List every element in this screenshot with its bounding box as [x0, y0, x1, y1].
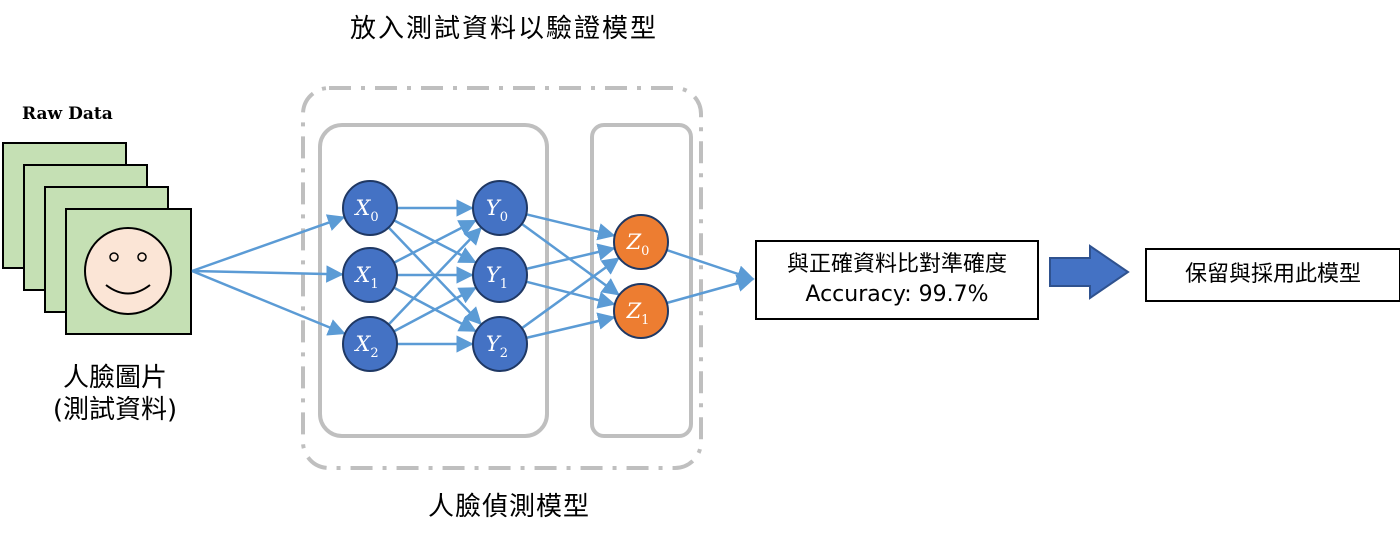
node-label: X0	[353, 196, 378, 225]
node-label: X1	[353, 263, 378, 292]
result-box: 保留與採用此模型	[1145, 248, 1400, 302]
edge-x2-y1	[393, 287, 477, 333]
node-x0: X0	[342, 180, 398, 236]
accuracy-box-line1: 與正確資料比對準確度	[786, 252, 1007, 277]
node-label: Z1	[626, 299, 650, 328]
node-y1: Y1	[472, 247, 528, 303]
edge-y2-z1	[526, 312, 616, 340]
node-y2: Y2	[472, 316, 528, 372]
face-image-label: 人臉圖片 (測試資料)	[40, 362, 190, 426]
node-x1: X1	[342, 247, 398, 303]
node-x2: X2	[342, 316, 398, 372]
raw-image-stack	[2, 142, 192, 335]
result-box-label: 保留與採用此模型	[1184, 262, 1361, 287]
network-connections	[191, 199, 755, 353]
edge-image-x1	[191, 265, 344, 283]
edge-image-x0	[191, 214, 346, 273]
model-label: 人臉偵測模型	[428, 492, 591, 522]
node-label: Y2	[486, 332, 508, 361]
edge-z0-accuracy	[666, 248, 755, 283]
node-y0: Y0	[472, 180, 528, 236]
node-label: Y0	[486, 196, 508, 225]
edge-image-x2	[191, 269, 346, 336]
node-z1: Z1	[613, 283, 669, 339]
smiley-face-icon	[84, 227, 172, 315]
edge-y0-z0	[525, 213, 616, 241]
edge-y1-z0	[526, 243, 616, 271]
face-image-label-line2: (測試資料)	[52, 395, 178, 425]
accuracy-box: 與正確資料比對準確度 Accuracy: 99.7%	[755, 240, 1039, 320]
node-z0: Z0	[613, 214, 669, 270]
layer-frame-z	[590, 123, 693, 438]
edge-x1-y0	[393, 219, 477, 264]
model-outer-frame	[301, 86, 703, 470]
face-image-label-line1: 人臉圖片	[62, 363, 167, 393]
edge-y2-z0	[521, 257, 620, 330]
node-label: Z0	[626, 230, 650, 259]
edge-x2-y0	[387, 226, 482, 326]
accuracy-value: Accuracy: 99.7%	[805, 282, 989, 307]
raw-data-label: Raw Data	[22, 104, 113, 124]
diagram-title: 放入測試資料以驗證模型	[350, 14, 659, 44]
node-label: Y1	[486, 263, 508, 292]
edge-z1-accuracy	[666, 274, 755, 305]
node-label: X2	[353, 332, 378, 361]
layer-frame-xy	[318, 123, 549, 438]
block-arrow-icon	[1049, 244, 1130, 300]
